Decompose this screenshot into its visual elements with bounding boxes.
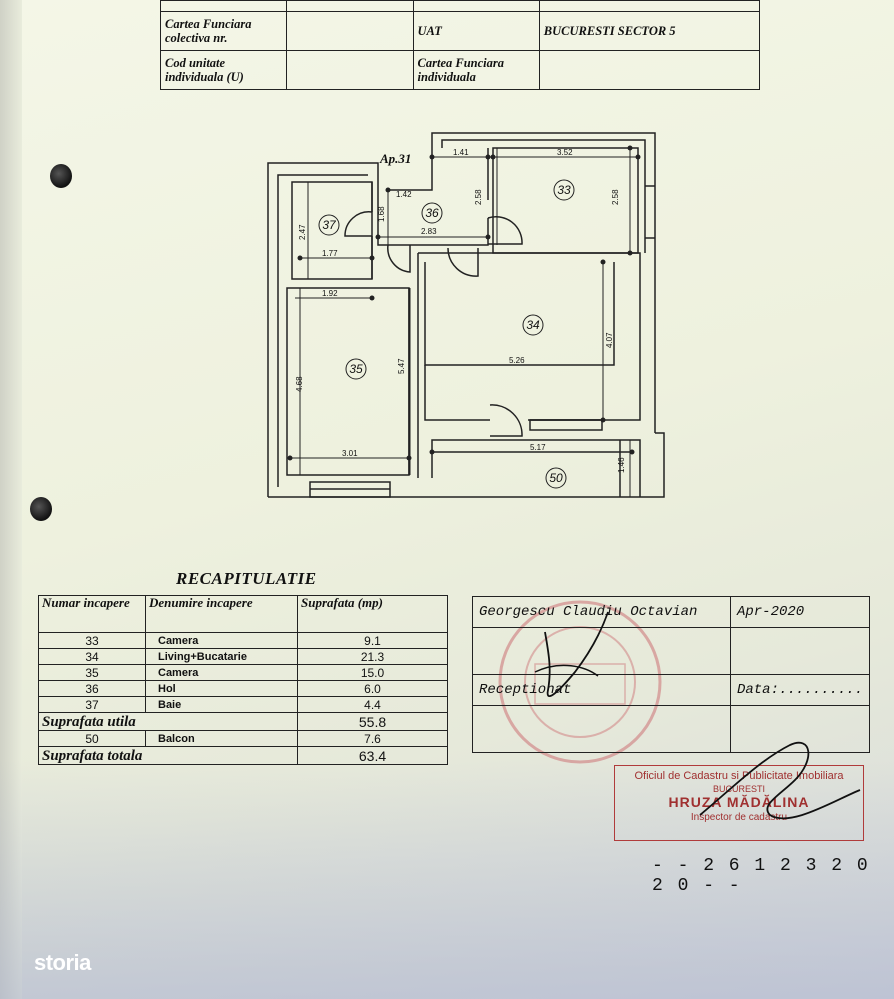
- storia-logo: storia: [34, 950, 91, 975]
- utila-label: Suprafata utila: [38, 712, 298, 731]
- totala-value: 63.4: [297, 746, 448, 765]
- dimension-label: 1.41: [453, 148, 469, 157]
- room-number: 37: [38, 696, 146, 713]
- recap-title: RECAPITULATIE: [176, 569, 317, 588]
- stamp-city: BUCURESTI: [712, 784, 765, 794]
- cf-individuala-value: [538, 50, 761, 90]
- wall: [268, 432, 665, 498]
- signature-table: Georgescu Claudiu Octavian Apr-2020 Rece…: [472, 596, 871, 753]
- dimension-label: 4.68: [295, 376, 304, 392]
- dimension-label: 1.92: [322, 289, 338, 298]
- dimension-label: 2.58: [611, 189, 620, 205]
- totala-label: Suprafata totala: [38, 746, 298, 765]
- door-arc: [344, 211, 373, 237]
- recap-table: Numar incapere Denumire incapere Suprafa…: [38, 595, 448, 765]
- room-36-label: 36: [425, 206, 439, 220]
- room-area: 9.1: [297, 632, 448, 649]
- wall: [431, 132, 656, 433]
- dimension-label: 5.47: [397, 358, 406, 374]
- registration-code: - - 2 6 1 2 3 2 0 2 0 - -: [652, 856, 870, 896]
- author-date: Apr-2020: [729, 596, 871, 628]
- door-arc: [489, 404, 523, 437]
- dimension-label: 1.77: [322, 249, 338, 258]
- dimension-label: 3.52: [557, 148, 573, 157]
- wall: [267, 162, 379, 497]
- dimension-label: 2.58: [474, 189, 483, 205]
- dimension-label: 2.47: [298, 224, 307, 240]
- dimension-label: 3.01: [342, 449, 358, 458]
- door-arc: [387, 244, 411, 273]
- cf-colectiva-value: [286, 11, 414, 51]
- table-row: 33 Camera 9.1: [38, 632, 448, 649]
- dimension-label: 1.68: [377, 206, 386, 222]
- empty-cell: [729, 627, 871, 675]
- dimension-label: 1.46: [617, 457, 626, 473]
- wall: [441, 139, 646, 253]
- cod-unitate-value: [286, 50, 414, 90]
- punch-hole: [50, 164, 72, 188]
- room-34-label: 34: [526, 318, 540, 332]
- room-name: Living+Bucatarie: [145, 648, 298, 665]
- signature-stroke: [699, 742, 861, 820]
- sheet-edge: [0, 0, 22, 999]
- room-37-label: 37: [322, 218, 337, 232]
- photo-shadow: [0, 760, 894, 999]
- dimension-label: 4.07: [605, 332, 614, 348]
- dimension-label: 2.83: [421, 227, 437, 236]
- stamp-inspector-title: Inspector de cadastru: [690, 812, 788, 823]
- cf-individuala-label: Cartea Funciara individuala: [412, 50, 540, 90]
- utila-row: Suprafata utila 55.8: [38, 712, 448, 731]
- dimension-label: 5.26: [509, 356, 525, 365]
- table-row: 37 Baie 4.4: [38, 696, 448, 713]
- apartment-label: Ap.31: [379, 151, 411, 166]
- uat-label: UAT: [412, 11, 540, 51]
- room-33-label: 33: [557, 183, 571, 197]
- totala-row: Suprafata totala 63.4: [38, 746, 448, 765]
- door-arc: [447, 247, 479, 277]
- dimension-label: 5.17: [530, 443, 546, 452]
- table-row: 36 Hol 6.0: [38, 680, 448, 697]
- dimension-label: 1.42: [396, 190, 412, 199]
- empty-cell: [472, 705, 731, 753]
- stamp-office: Oficiul de Cadastru si Publicitate Imobi…: [634, 770, 844, 782]
- col-denumire: Denumire incapere: [145, 595, 298, 633]
- cf-colectiva-label: Cartea Funciara colectiva nr.: [159, 11, 288, 51]
- room-50-label: 50: [549, 471, 563, 485]
- signature-stroke: [544, 611, 609, 697]
- door-arc: [487, 215, 523, 245]
- author-name: Georgescu Claudiu Octavian: [472, 596, 731, 628]
- table-row: 35 Camera 15.0: [38, 664, 448, 681]
- data-label: Data:..........: [729, 674, 871, 706]
- cod-unitate-label: Cod unitate individuala (U): [159, 50, 288, 90]
- room-35-label: 35: [349, 362, 363, 376]
- wall: [277, 174, 368, 487]
- punch-hole: [30, 497, 52, 521]
- cadastral-header-table: Cartea Funciara colectiva nr. UAT BUCURE…: [159, 0, 761, 90]
- empty-cell: [729, 705, 871, 753]
